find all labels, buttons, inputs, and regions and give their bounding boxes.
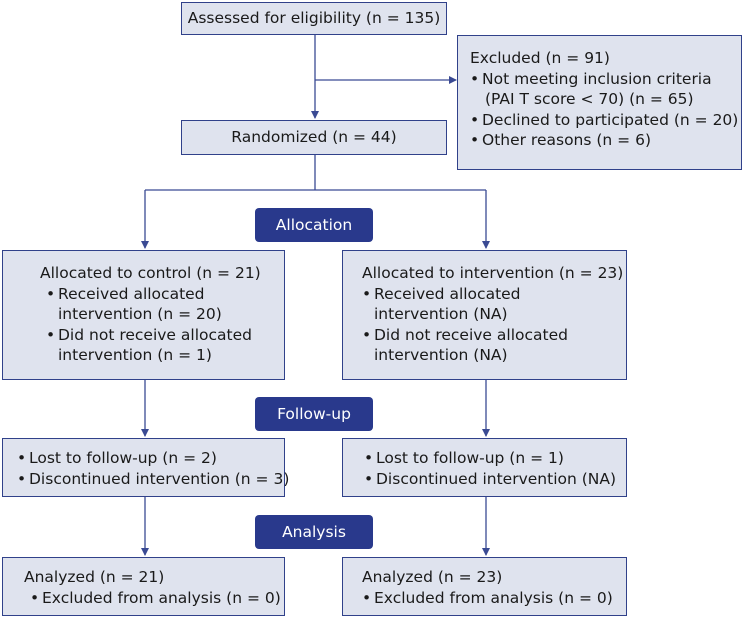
bullet-icon: • [470,69,480,88]
eligibility-label: Assessed for eligibility (n = 135) [187,9,441,28]
bullet-icon: • [364,449,374,467]
control-analysis-box: Analyzed (n = 21) •Excluded from analysi… [2,557,285,616]
bullet-icon: • [364,469,374,488]
allocation-stage-banner: Allocation [255,208,373,242]
intervention-allocation-box: Allocated to intervention (n = 23) •Rece… [342,250,627,380]
bullet-icon: • [362,284,372,303]
control-received-cont: intervention (n = 20) [58,305,222,323]
control-analyzed: Analyzed (n = 21) [24,568,165,586]
eligibility-box: Assessed for eligibility (n = 135) [181,2,447,35]
intervention-analyzed: Analyzed (n = 23) [362,568,503,586]
bullet-icon: • [17,449,27,467]
control-followup-box: •Lost to follow-up (n = 2) •Discontinued… [2,438,290,497]
excluded-reason-1-cont: (PAI T score < 70) (n = 65) [485,90,694,108]
followup-stage-banner: Follow-up [255,397,373,431]
excluded-box: Excluded (n = 91) •Not meeting inclusion… [457,35,742,170]
excluded-reason-1: •Not meeting inclusion criteria [470,69,712,88]
analysis-stage-banner: Analysis [255,515,373,549]
intervention-received-cont: intervention (NA) [374,305,508,323]
control-not-received: •Did not receive allocated [46,325,252,344]
allocation-stage-label: Allocation [275,216,353,234]
bullet-icon: • [362,325,372,344]
intervention-discontinued: •Discontinued intervention (NA) [364,469,617,488]
control-received: •Received allocated [46,284,205,303]
excluded-reason-3: •Other reasons (n = 6) [470,131,652,149]
control-allocated-title: Allocated to control (n = 21) [40,264,261,282]
followup-stage-label: Follow-up [277,405,351,423]
intervention-allocated-title: Allocated to intervention (n = 23) [362,264,624,282]
excluded-title: Excluded (n = 91) [470,49,610,67]
bullet-icon: • [46,284,56,303]
intervention-analysis-box: Analyzed (n = 23) •Excluded from analysi… [342,557,627,616]
intervention-followup-box: •Lost to follow-up (n = 1) •Discontinued… [342,438,627,497]
bullet-icon: • [470,131,480,149]
intervention-lost-to-followup: •Lost to follow-up (n = 1) [364,449,564,467]
bullet-icon: • [362,588,372,607]
randomized-box: Randomized (n = 44) [181,120,447,155]
bullet-icon: • [17,469,27,488]
control-not-received-cont: intervention (n = 1) [58,346,212,364]
control-excluded-from-analysis: •Excluded from analysis (n = 0) [30,588,281,607]
control-discontinued: •Discontinued intervention (n = 3) [17,469,290,488]
analysis-stage-label: Analysis [282,523,346,541]
bullet-icon: • [46,325,56,344]
bullet-icon: • [30,588,40,607]
bullet-icon: • [470,110,480,129]
intervention-received: •Received allocated [362,284,521,303]
control-allocation-box: Allocated to control (n = 21) •Received … [2,250,285,380]
randomized-label: Randomized (n = 44) [231,128,397,147]
intervention-not-received-cont: intervention (NA) [374,346,508,364]
intervention-not-received: •Did not receive allocated [362,325,568,344]
control-lost-to-followup: •Lost to follow-up (n = 2) [17,449,217,467]
excluded-reason-2: •Declined to participated (n = 20) [470,110,739,129]
intervention-excluded-from-analysis: •Excluded from analysis (n = 0) [362,588,613,607]
